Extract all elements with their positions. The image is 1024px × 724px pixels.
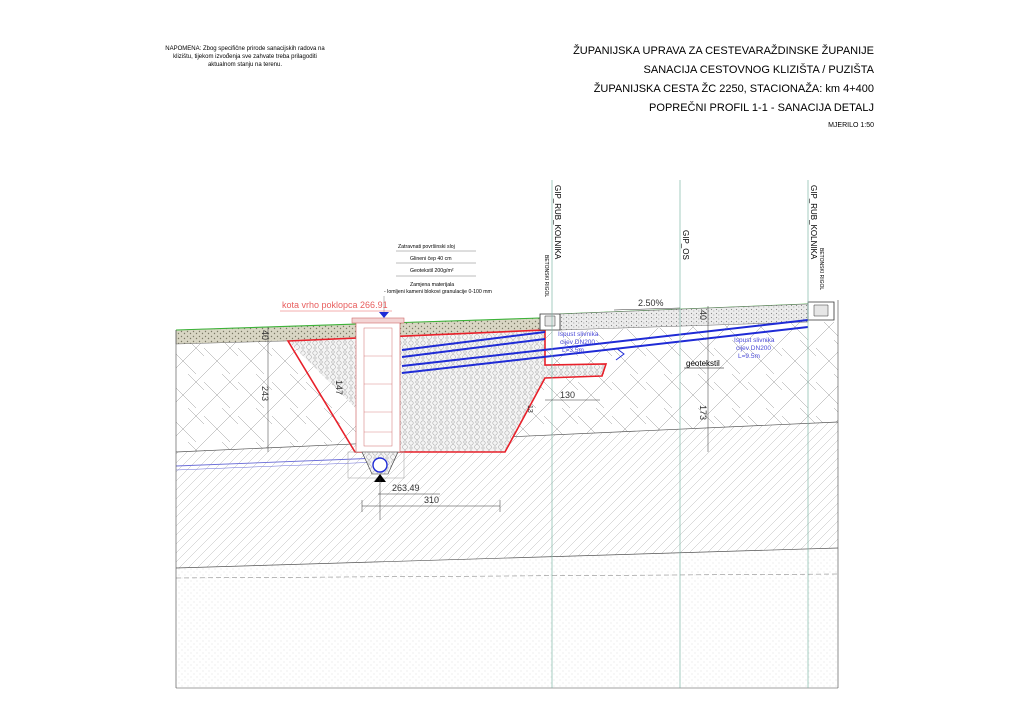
bottom-stratum bbox=[176, 548, 838, 688]
gutter-right-label: BETONSKI RIGOL bbox=[818, 248, 824, 290]
scale-label: MJERILO 1:50 bbox=[828, 122, 874, 129]
dim-left-depth: 243 bbox=[260, 386, 270, 401]
axis-left-label: GIP_RUB_KOLNIKA bbox=[553, 185, 562, 260]
ground-boundary-2 bbox=[175, 547, 839, 569]
pipe-right-1 bbox=[401, 319, 809, 367]
gutter-left-inner bbox=[544, 315, 556, 327]
pipe-left-1 bbox=[401, 331, 546, 351]
layer-legend: Zatravnati površinski sloj Glineni čep 4… bbox=[383, 244, 492, 312]
note-text: NAPOMENA: Zbog specifične prirode sanaci… bbox=[165, 46, 325, 68]
outlet-pipes bbox=[401, 319, 809, 374]
drain-level-label: 263.49 bbox=[392, 483, 420, 493]
dim-right-depth: 173 bbox=[698, 405, 708, 420]
legend-item-5: - lomljeni kameni blokovi granulacije 0-… bbox=[384, 289, 492, 295]
dim-road-layer: 40 bbox=[698, 310, 708, 320]
geotextile-marker bbox=[615, 347, 625, 361]
dim-small: 13 bbox=[526, 405, 533, 413]
title-line-4: POPREČNI PROFIL 1-1 - SANACIJA DETALJ bbox=[649, 102, 874, 114]
title-line-1: ŽUPANIJSKA UPRAVA ZA CESTEVARAŽDINSKE ŽU… bbox=[573, 45, 874, 57]
pipe-right-label-2: cijev DN200 bbox=[736, 345, 771, 352]
title-line-2: SANACIJA CESTOVNOG KLIZIŠTA / PUZIŠTA bbox=[643, 64, 874, 76]
slope-arrow bbox=[613, 307, 681, 311]
manhole-inner bbox=[363, 327, 393, 447]
legend-item-1: Zatravnati površinski sloj bbox=[398, 244, 455, 250]
legend-item-4: Zamjena materijala bbox=[410, 282, 454, 288]
clay-stratum bbox=[176, 422, 838, 568]
axis-right-label: GIP_RUB_KOLNIKA bbox=[809, 185, 818, 260]
legend-item-3: Geotekstil 200g/m² bbox=[410, 268, 454, 274]
axis-lines: GIP_RUB_KOLNIKA GIP_OS GIP_RUB_KOLNIKA B… bbox=[543, 180, 824, 688]
manhole-cover bbox=[351, 317, 405, 324]
slope-label: 2.50% bbox=[638, 298, 664, 308]
gutter-left-label: BETONSKI RIGOL bbox=[543, 255, 549, 297]
drain-base bbox=[347, 451, 405, 479]
dim-trench-depth: 147 bbox=[334, 380, 344, 395]
title-block: ŽUPANIJSKA UPRAVA ZA CESTEVARAŽDINSKE ŽU… bbox=[573, 42, 874, 132]
manhole-shaft bbox=[347, 312, 405, 482]
manhole-body bbox=[355, 321, 401, 453]
geotextile-label: geotekstil bbox=[686, 359, 720, 368]
drain-pipe bbox=[372, 457, 388, 473]
gutter-right-inner bbox=[813, 304, 829, 317]
title-line-3: ŽUPANIJSKA CESTA ŽC 2250, STACIONAŽA: km… bbox=[593, 83, 874, 95]
pipe-right-label-1: Ispust slivnika bbox=[734, 337, 775, 344]
annotations: kota vrho poklopca 266.91 2.50% Ispust s… bbox=[280, 298, 775, 495]
level-triangle-top bbox=[379, 312, 389, 318]
water-line bbox=[175, 457, 381, 467]
pipe-right-label-3: L=9.5m bbox=[738, 353, 760, 360]
axis-center-label: GIP_OS bbox=[681, 230, 690, 260]
dimensions: 40 243 147 40 173 130 13 310 bbox=[260, 306, 709, 520]
dim-drain-width: 310 bbox=[424, 495, 439, 505]
dim-inner-width: 130 bbox=[560, 390, 575, 400]
gutters bbox=[539, 301, 835, 331]
pipe-left-label-3: L=3.5m bbox=[562, 347, 584, 354]
pipe-left-label-2: cijev DN200 bbox=[560, 339, 595, 346]
manhole-top-level: kota vrho poklopca 266.91 bbox=[282, 300, 388, 310]
pipe-left-2 bbox=[401, 338, 546, 358]
dashed-boundary bbox=[175, 573, 839, 579]
pipe-right-2 bbox=[401, 326, 809, 374]
legend-item-2: Glineni čep 40 cm bbox=[410, 256, 452, 262]
dim-top-layer: 40 bbox=[260, 330, 270, 340]
pipe-left-label-1: Ispust slivnika bbox=[558, 331, 599, 338]
water-line-lower bbox=[175, 461, 381, 471]
